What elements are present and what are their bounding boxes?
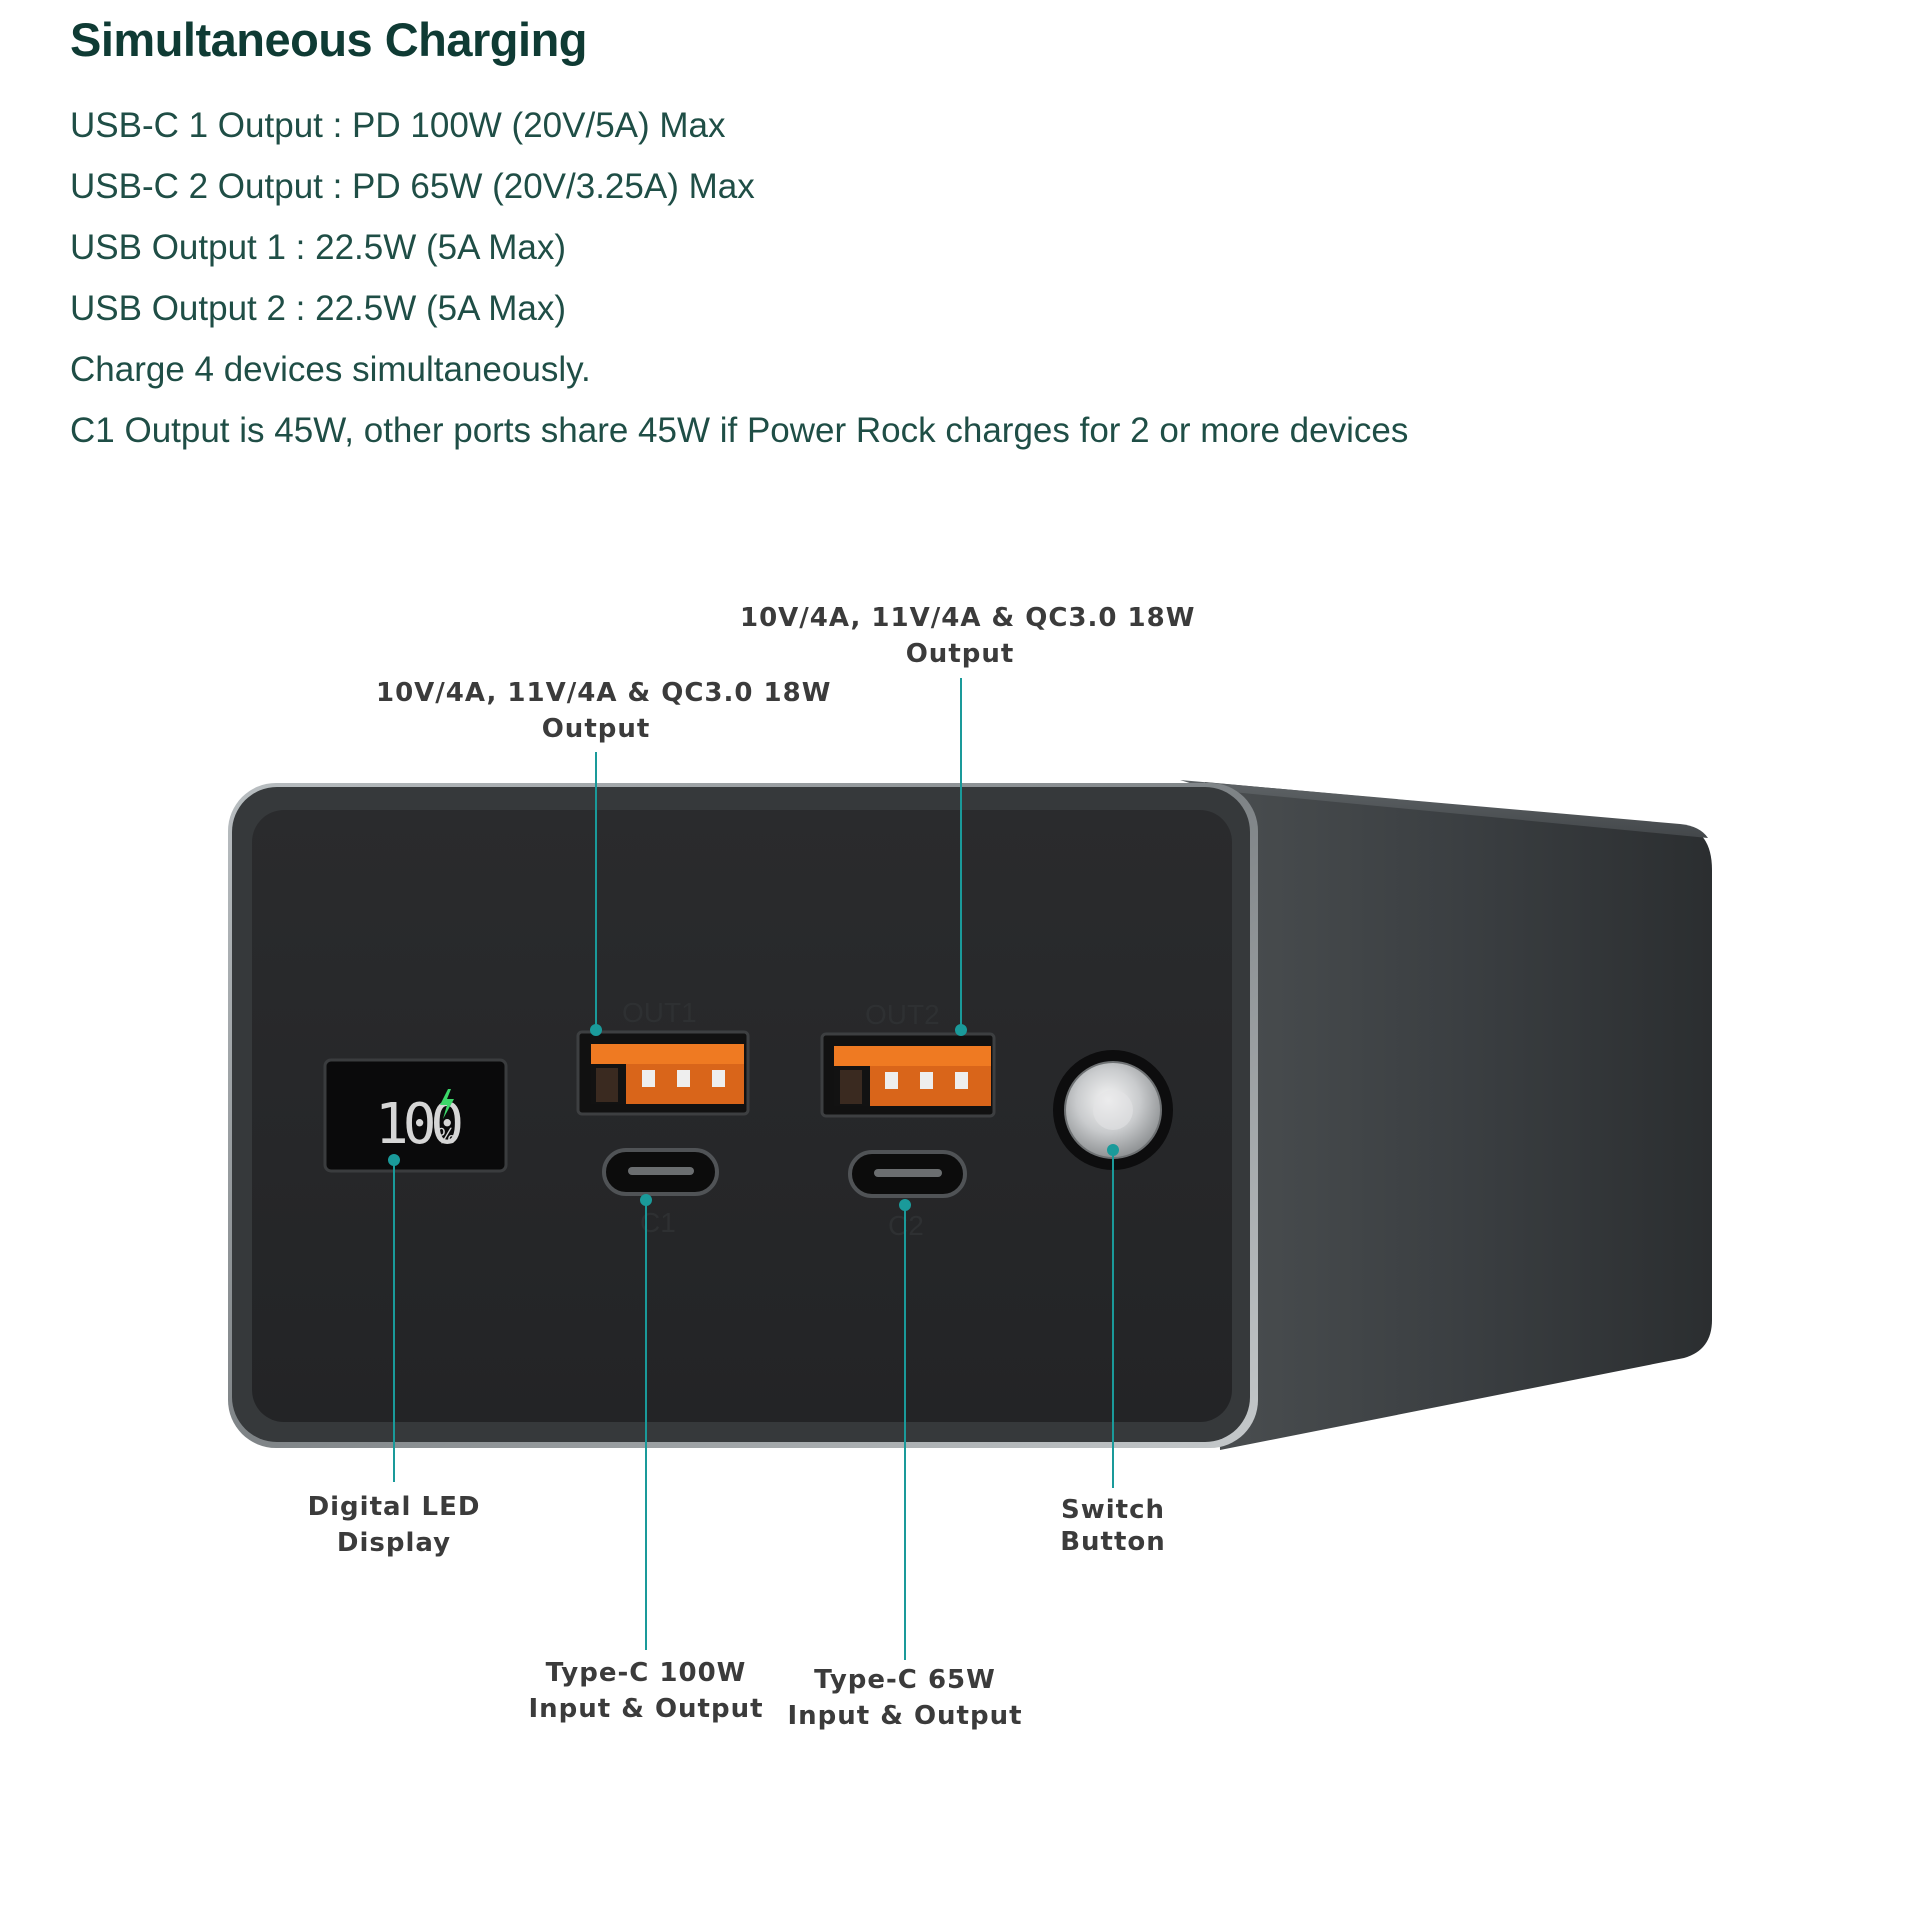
- callout-led-line2: Display: [336, 1528, 452, 1558]
- usb-a-port-out2: [820, 1032, 996, 1118]
- callout-out1-line1: 10V/4A, 11V/4A & QC3.0 18W: [376, 678, 832, 708]
- callout-out2-line1: 10V/4A, 11V/4A & QC3.0 18W: [740, 603, 1196, 633]
- switch-button: [1053, 1050, 1173, 1170]
- callout-label-c2: Type-C 65W Input & Output: [775, 1662, 1035, 1734]
- page-heading: Simultaneous Charging: [70, 13, 588, 66]
- callout-out2-line2: Output: [905, 639, 1015, 669]
- callout-label-led: Digital LED Display: [274, 1489, 514, 1561]
- callout-switch-line2: Button: [1060, 1527, 1166, 1557]
- charging-bolt-icon: [440, 1089, 454, 1119]
- led-display: 100 %: [323, 1058, 508, 1173]
- spec-usb-out2: USB Output 2 : 22.5W (5A Max): [70, 289, 567, 328]
- callout-switch-line1: Switch: [1060, 1495, 1165, 1525]
- led-display-unit: %: [437, 1124, 456, 1148]
- port-label-out2: OUT2: [865, 999, 940, 1030]
- callout-label-c1: Type-C 100W Input & Output: [516, 1655, 776, 1727]
- port-label-out1: OUT1: [622, 997, 697, 1028]
- usb-a-port-out1: [576, 1030, 750, 1116]
- callout-label-out2: 10V/4A, 11V/4A & QC3.0 18W Output: [740, 600, 1196, 672]
- power-bank-face: [252, 810, 1232, 1422]
- spec-usb-c1: USB-C 1 Output : PD 100W (20V/5A) Max: [70, 106, 726, 145]
- callout-c1-line1: Type-C 100W: [545, 1658, 747, 1688]
- led-display-value: 100: [375, 1092, 461, 1157]
- spec-power-sharing-note: C1 Output is 45W, other ports share 45W …: [70, 411, 1409, 450]
- usb-c-port-c2: [848, 1150, 967, 1198]
- callout-c2-line2: Input & Output: [787, 1701, 1023, 1731]
- callout-label-switch: Switch Button: [1013, 1494, 1213, 1558]
- callout-led-line1: Digital LED: [307, 1492, 481, 1522]
- spec-simultaneous: Charge 4 devices simultaneously.: [70, 350, 591, 389]
- spec-list: USB-C 1 Output : PD 100W (20V/5A) Max US…: [70, 95, 1408, 461]
- callout-c2-line1: Type-C 65W: [814, 1665, 996, 1695]
- callout-out1-line2: Output: [541, 714, 651, 744]
- power-bank-top-edge: [1180, 780, 1708, 838]
- usb-c-port-c1: [602, 1148, 719, 1196]
- callout-label-out1: 10V/4A, 11V/4A & QC3.0 18W Output: [376, 675, 832, 747]
- spec-usb-c2: USB-C 2 Output : PD 65W (20V/3.25A) Max: [70, 167, 755, 206]
- spec-usb-out1: USB Output 1 : 22.5W (5A Max): [70, 228, 567, 267]
- power-bank-side: [1205, 782, 1712, 1450]
- callout-c1-line2: Input & Output: [528, 1694, 764, 1724]
